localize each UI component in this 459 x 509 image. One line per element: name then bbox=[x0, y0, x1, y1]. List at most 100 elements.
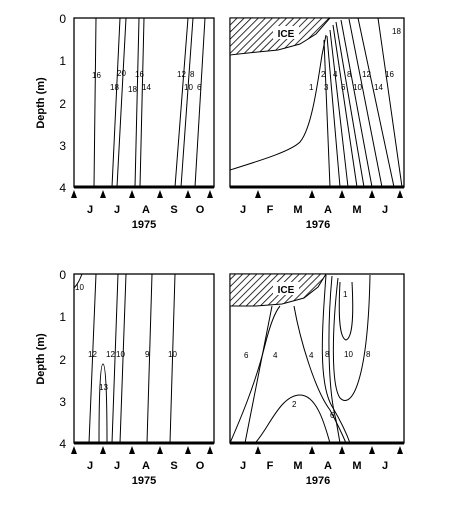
isotherm-lines bbox=[73, 273, 176, 444]
month-label: M bbox=[352, 204, 361, 216]
isotherm-line bbox=[88, 273, 97, 444]
isotherm-line bbox=[229, 34, 327, 171]
y-tick-label: 4 bbox=[59, 437, 66, 451]
isotherm-label: 16 bbox=[135, 70, 144, 79]
sampling-arrow bbox=[71, 190, 77, 198]
isotherm-line bbox=[146, 273, 153, 444]
isotherm-line bbox=[348, 18, 383, 188]
sampling-arrow bbox=[185, 446, 191, 454]
month-label: A bbox=[142, 460, 150, 472]
month-label: J bbox=[240, 204, 246, 216]
isotherm-line bbox=[229, 305, 281, 444]
isotherm-line bbox=[116, 17, 127, 188]
sampling-arrow bbox=[100, 446, 106, 454]
month-label: J bbox=[240, 460, 246, 472]
month-label: A bbox=[142, 204, 150, 216]
isotherm-label: 10 bbox=[184, 83, 193, 92]
sampling-arrow bbox=[207, 446, 213, 454]
isotherm-line bbox=[169, 273, 176, 444]
sampling-arrow bbox=[255, 446, 261, 454]
sampling-arrows bbox=[255, 446, 403, 454]
month-label: O bbox=[196, 460, 205, 472]
isotherm-label: 16 bbox=[385, 70, 394, 79]
isotherm-line bbox=[329, 29, 349, 188]
isotherm-labels: 6 4 4 2 8 10 8 6 1 bbox=[244, 290, 371, 420]
month-label: S bbox=[170, 204, 177, 216]
isotherm-label: 4 bbox=[273, 351, 278, 360]
isotherm-line bbox=[326, 35, 341, 188]
month-label: M bbox=[293, 460, 302, 472]
year-label: 1976 bbox=[306, 219, 330, 231]
isotherm-label: 18 bbox=[128, 85, 137, 94]
month-label: J bbox=[87, 204, 93, 216]
isotherm-line bbox=[134, 17, 140, 188]
sampling-arrow bbox=[369, 190, 375, 198]
isotherm-label: 10 bbox=[116, 350, 125, 359]
isotherm-line bbox=[111, 273, 119, 444]
isotherm-lines bbox=[229, 274, 371, 444]
isotherm-label: 8 bbox=[325, 350, 330, 359]
y-tick-label: 2 bbox=[59, 97, 66, 111]
y-tick-label: 3 bbox=[59, 395, 66, 409]
isotherm-label: 6 bbox=[341, 83, 346, 92]
ice-label: ICE bbox=[278, 29, 295, 40]
isotherm-line bbox=[357, 17, 395, 188]
isotherm-line bbox=[332, 24, 358, 188]
isotherm-label: 1 bbox=[309, 83, 314, 92]
isotherm-line bbox=[254, 394, 331, 444]
isotherm-line bbox=[321, 274, 351, 444]
isotherm-labels: 10 12 12 10 13 9 10 bbox=[75, 283, 177, 392]
isotherm-line bbox=[180, 17, 194, 188]
isotherm-label: 4 bbox=[333, 70, 338, 79]
isotherm-label: 6 bbox=[197, 83, 202, 92]
sampling-arrow bbox=[100, 190, 106, 198]
y-axis-label: Depth (m) bbox=[35, 333, 47, 385]
panel-bottom-right-1976: ICE 6 4 4 2 8 10 8 6 1 bbox=[229, 273, 405, 487]
y-tick-labels: 0 1 2 3 4 bbox=[59, 12, 66, 195]
month-labels: J F M A M J bbox=[240, 460, 388, 472]
isotherm-line bbox=[98, 363, 108, 444]
isotherm-label: 2 bbox=[321, 70, 326, 79]
isotherm-label: 9 bbox=[145, 350, 150, 359]
sampling-arrows bbox=[71, 190, 213, 198]
sampling-arrow bbox=[129, 190, 135, 198]
isotherm-line bbox=[340, 19, 373, 188]
y-tick-label: 4 bbox=[59, 181, 66, 195]
month-label: J bbox=[382, 460, 388, 472]
isotherm-label: 14 bbox=[374, 83, 383, 92]
y-tick-label: 1 bbox=[59, 54, 66, 68]
isotherm-label: 8 bbox=[366, 350, 371, 359]
sampling-arrow bbox=[309, 190, 315, 198]
isotherm-label: 13 bbox=[99, 383, 108, 392]
isotherm-line bbox=[293, 305, 347, 444]
isotherm-lines bbox=[93, 17, 206, 188]
isotherm-label: 1 bbox=[343, 290, 348, 299]
sampling-arrow bbox=[309, 446, 315, 454]
isotherm-line bbox=[93, 17, 97, 188]
isotherm-label: 18 bbox=[110, 83, 119, 92]
ice-label: ICE bbox=[278, 285, 295, 296]
isotherm-label: 4 bbox=[309, 351, 314, 360]
panel-bottom-left-1975: 10 12 12 10 13 9 10 0 1 2 3 4 Depth (m) … bbox=[35, 268, 215, 487]
y-tick-label: 0 bbox=[59, 268, 66, 282]
isotherm-label: 3 bbox=[324, 83, 329, 92]
isotherm-line bbox=[194, 17, 206, 188]
isotherm-label: 14 bbox=[142, 83, 151, 92]
isotherm-line bbox=[111, 17, 121, 188]
y-tick-label: 0 bbox=[59, 12, 66, 26]
isotherm-label: 12 bbox=[177, 70, 186, 79]
month-label: J bbox=[114, 204, 120, 216]
sampling-arrows bbox=[255, 190, 403, 198]
isotherm-line bbox=[119, 273, 127, 444]
isotherm-label: 10 bbox=[168, 350, 177, 359]
panel-top-right-1976: ICE 1 2 3 4 6 8 10 12 14 16 18 bbox=[229, 17, 405, 231]
isotherm-label: 8 bbox=[190, 70, 195, 79]
sampling-arrows bbox=[71, 446, 213, 454]
isotherm-label: 6 bbox=[244, 351, 249, 360]
isotherm-line bbox=[338, 281, 354, 341]
month-label: J bbox=[87, 460, 93, 472]
isotherm-line bbox=[244, 305, 273, 444]
month-label: J bbox=[382, 204, 388, 216]
year-label: 1975 bbox=[132, 475, 156, 487]
